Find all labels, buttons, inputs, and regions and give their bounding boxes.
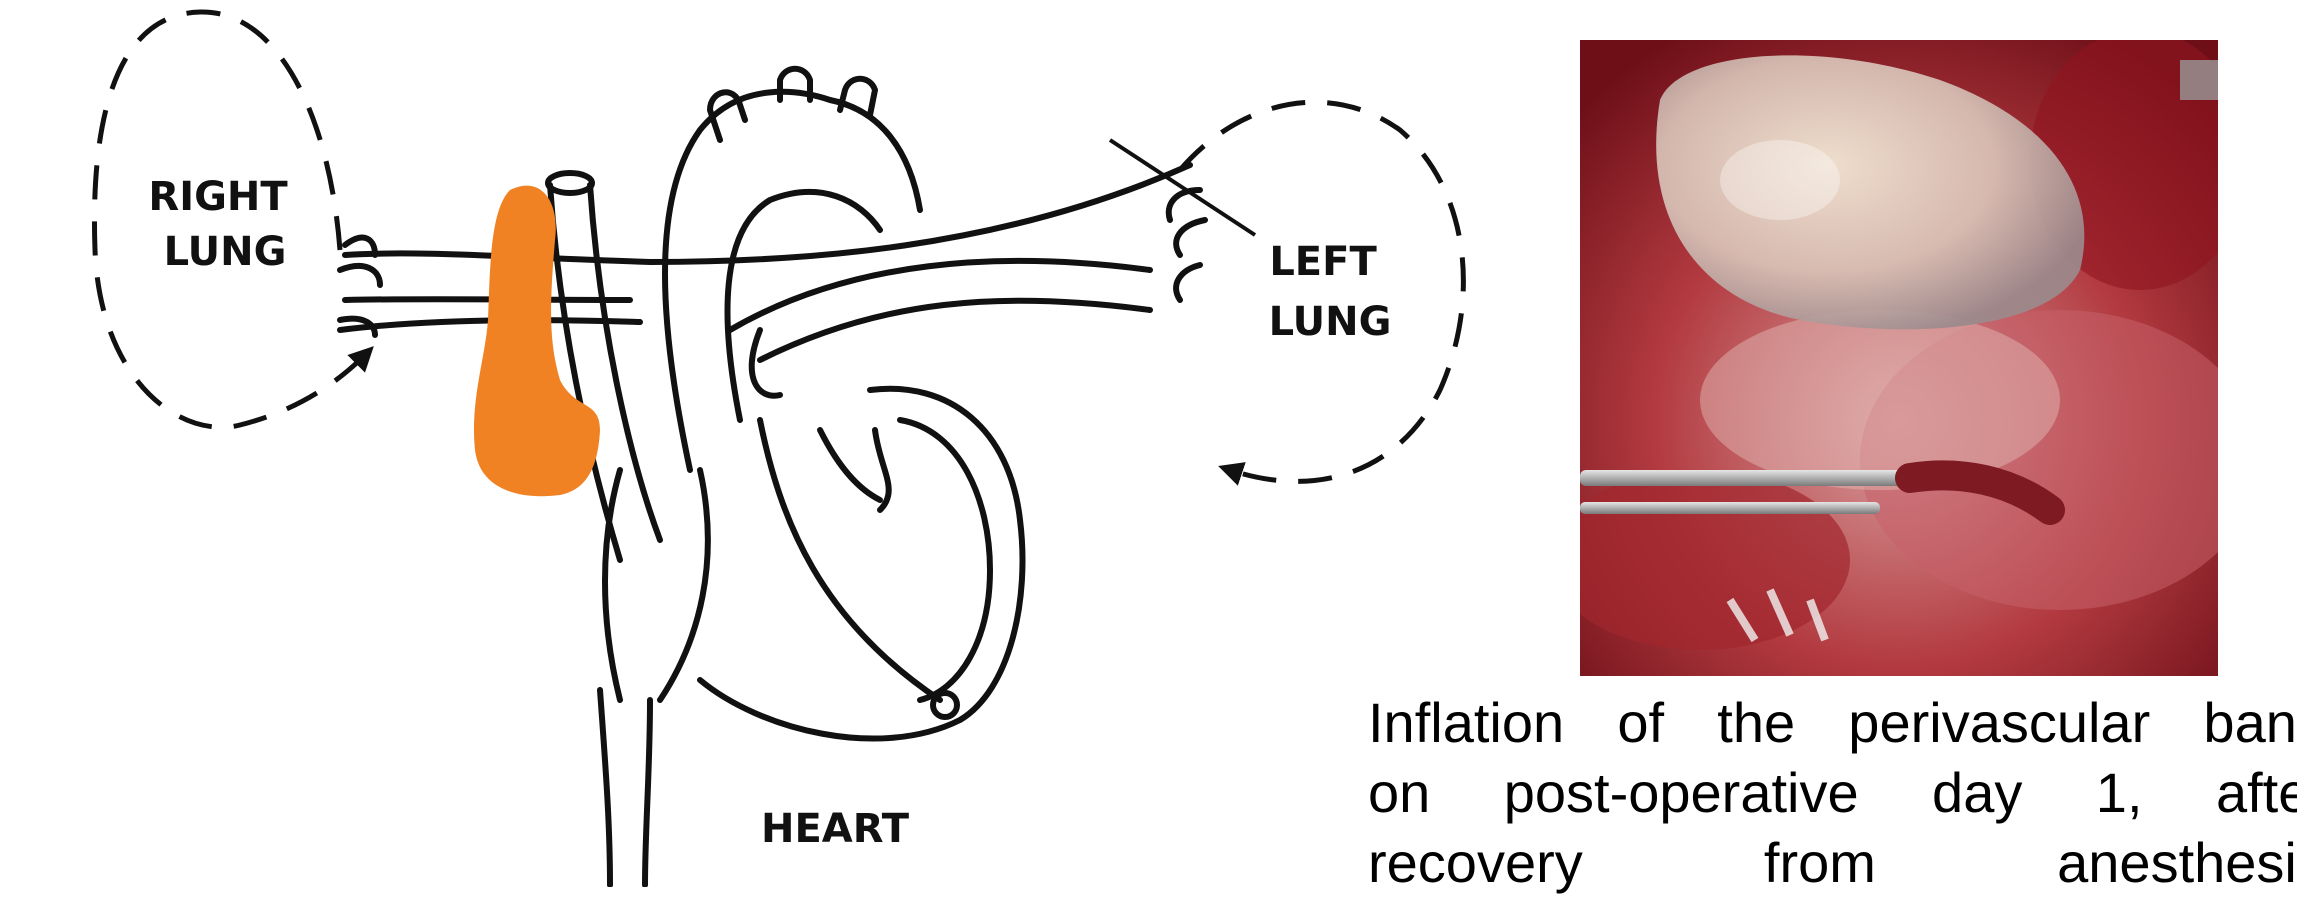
right-lung-label: RIGHT LUNG <box>148 174 301 275</box>
heart-drawing <box>340 69 1205 885</box>
perivascular-band-highlight <box>474 186 600 497</box>
right-lung-label-line1: RIGHT <box>148 174 288 220</box>
left-lung-label-line1: LEFT <box>1269 239 1377 285</box>
surgical-photo-image <box>1580 40 2218 676</box>
surgical-photo <box>1580 40 2218 676</box>
photo-caption: Inflation of the perivascular band on po… <box>1368 688 2297 898</box>
left-lung-label-line2: LUNG <box>1269 299 1392 345</box>
caption-line-2: on post-operative day 1, after <box>1368 761 2297 824</box>
circulation-diagram: RIGHT LUNG LEFT LUNG <box>0 0 1520 887</box>
right-lung-label-line2: LUNG <box>164 229 287 275</box>
caption-line-3: recovery from anesthesia <box>1368 831 2297 894</box>
caption-line-1: Inflation of the perivascular band <box>1368 691 2297 754</box>
left-lung-label: LEFT LUNG <box>1269 239 1392 345</box>
heart-label: HEART <box>761 806 910 852</box>
left-lung-circulation <box>1180 102 1463 481</box>
